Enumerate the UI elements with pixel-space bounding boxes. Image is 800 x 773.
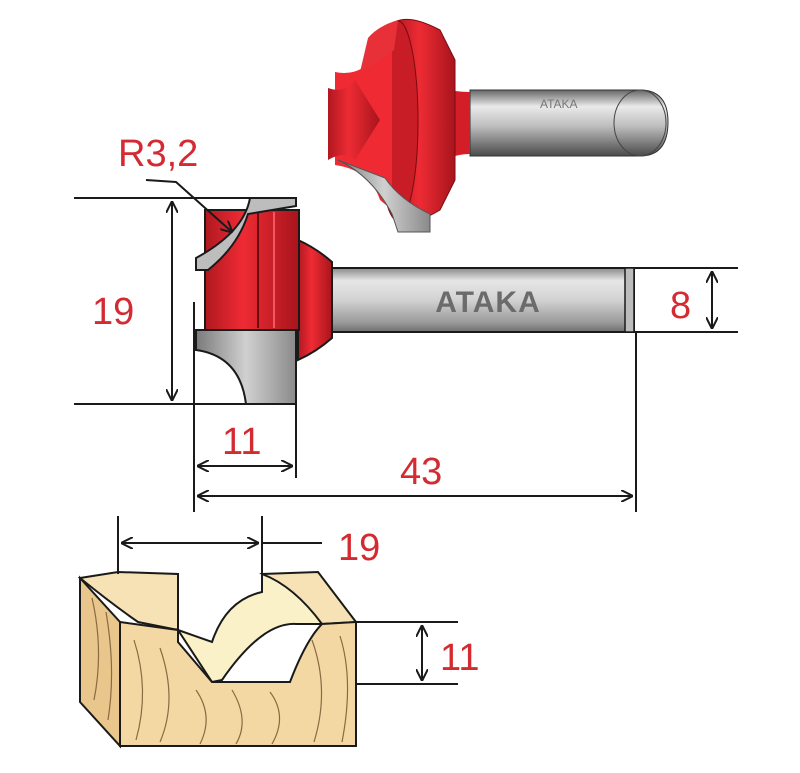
profile-width-label: 19 <box>338 527 380 569</box>
workpiece-dimension-lines <box>117 516 458 685</box>
profile-depth-label: 11 <box>440 637 479 679</box>
cutting-length-label: 11 <box>222 421 261 463</box>
svg-text:ATAKA: ATAKA <box>540 97 578 111</box>
overall-length-label: 43 <box>400 451 442 493</box>
height-label: 19 <box>92 291 134 333</box>
bit-profile-drawing: ATAKA <box>195 197 635 405</box>
wood-block-profile <box>77 570 358 749</box>
radius-label: R3,2 <box>118 133 198 175</box>
brand-label: ATAKA <box>435 286 541 319</box>
dimension-lines <box>74 179 738 512</box>
shank-diameter-label: 8 <box>670 285 691 327</box>
router-bit-photo: ATAKA <box>328 18 669 233</box>
